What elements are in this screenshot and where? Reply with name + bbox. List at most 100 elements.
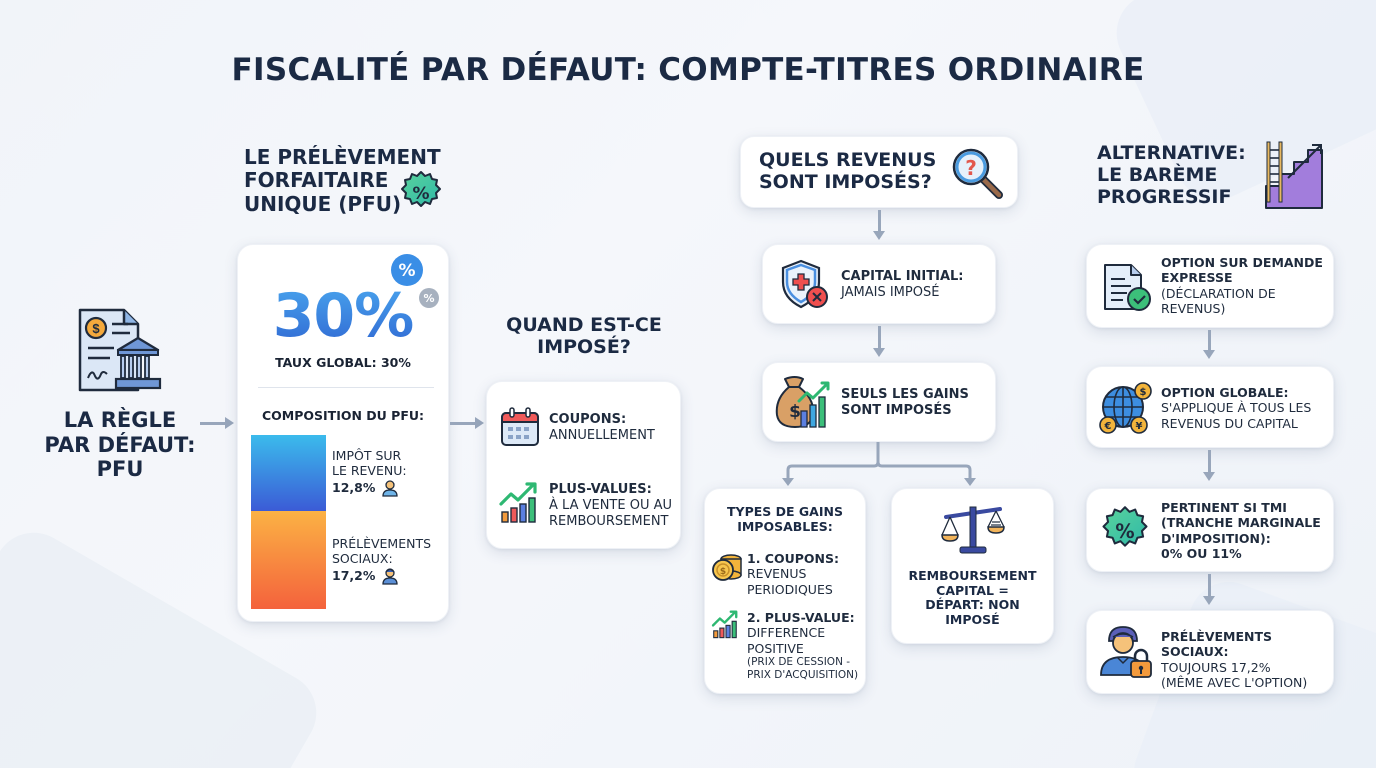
types-title-line: IMPOSABLES:: [737, 518, 833, 534]
which-heading-line: SONT IMPOSÉS?: [759, 171, 932, 194]
alt-step-title: (TRANCHE MARGINALE: [1161, 515, 1321, 531]
social-levies-value: 17,2%: [332, 567, 376, 583]
alt-step-request-card: OPTION SUR DEMANDE EXPRESSE (DÉCLARATION…: [1086, 244, 1334, 328]
percent-badge-icon: %: [1099, 505, 1151, 557]
svg-text:%: %: [1115, 520, 1134, 543]
flow-arrow: [450, 417, 484, 429]
when-heading-line: QUAND EST-CE: [506, 314, 662, 336]
flow-arrow: [1203, 574, 1215, 605]
globe-currency-icon: $ € ¥: [1099, 381, 1155, 435]
types-capital-gain: 2. PLUS-VALUE: DIFFERENCE POSITIVE (PRIX…: [747, 610, 858, 681]
svg-text:¥: ¥: [1136, 421, 1143, 432]
flow-arrow: [200, 417, 234, 429]
income-tax-value: 12,8%: [332, 479, 376, 495]
shield-x-icon: [779, 259, 831, 311]
alt-step-line: (MÊME AVEC L'OPTION): [1161, 674, 1308, 690]
rule-label-line: PFU: [96, 457, 144, 482]
alternative-heading: ALTERNATIVE: LE BARÈME PROGRESSIF: [1097, 142, 1246, 209]
svg-text:$: $: [1140, 387, 1147, 398]
when-coupons-title: COUPONS:: [549, 412, 627, 427]
types-capital-gain-line: POSITIVE: [747, 640, 804, 656]
social-levies-label-line: PRÉLÈVEMENTS: [332, 536, 432, 551]
when-heading: QUAND EST-CE IMPOSÉ?: [484, 314, 684, 358]
growth-chart-icon: [499, 480, 541, 524]
alt-step-line: REVENUS DU CAPITAL: [1161, 415, 1298, 431]
income-tax-label: IMPÔT SUR LE REVENU: 12,8%: [332, 448, 407, 497]
gains-card: $ SEULS LES GAINS SONT IMPOSÉS: [762, 362, 996, 442]
alt-step-title: OPTION GLOBALE:: [1161, 385, 1289, 400]
pfu-rate: 30%: [238, 281, 448, 351]
types-coupons: 1. COUPONS: REVENUS PERIODIQUES: [747, 551, 839, 597]
balance-scale-icon: [940, 503, 1006, 559]
which-heading: QUELS REVENUS SONT IMPOSÉS?: [759, 149, 936, 193]
alt-step-tmi-text: PERTINENT SI TMI (TRANCHE MARGINALE D'IM…: [1161, 500, 1321, 561]
pfu-rate-caption: TAUX GLOBAL: 30%: [275, 355, 411, 370]
pfu-heading: LE PRÉLÈVEMENT FORFAITAIRE UNIQUE (PFU): [244, 145, 441, 216]
flow-arrow: [873, 326, 885, 357]
reimbursement-line: CAPITAL =: [936, 582, 1009, 598]
types-title: TYPES DE GAINS IMPOSABLES:: [705, 504, 865, 534]
pfu-heading-line: LE PRÉLÈVEMENT: [244, 145, 441, 169]
alt-step-social-card: PRÉLÈVEMENTS SOCIAUX: TOUJOURS 17,2% (MÊ…: [1086, 610, 1334, 694]
types-coupons-title: 1. COUPONS:: [747, 551, 839, 566]
alt-step-line: S'APPLIQUE À TOUS LES: [1161, 400, 1312, 416]
percent-badge-icon: %: [398, 170, 444, 216]
alt-step-global-text: OPTION GLOBALE: S'APPLIQUE À TOUS LES RE…: [1161, 385, 1311, 431]
alt-step-title: PERTINENT SI TMI: [1161, 500, 1287, 515]
alt-step-title: PRÉLÈVEMENTS SOCIAUX:: [1161, 629, 1273, 660]
alternative-heading-line: LE BARÈME: [1097, 164, 1218, 187]
pfu-heading-line: UNIQUE (PFU): [244, 191, 402, 216]
types-capital-gain-line: DIFFERENCE: [747, 625, 826, 641]
percent-bubble-small-icon: %: [418, 287, 440, 309]
ladder-stairs-icon: [1262, 140, 1326, 210]
alt-step-tmi-card: % PERTINENT SI TMI (TRANCHE MARGINALE D'…: [1086, 488, 1334, 572]
gains-title-line: SONT IMPOSÉS: [841, 402, 952, 418]
when-coupons-text: ANNUELLEMENT: [549, 427, 655, 443]
when-card: COUPONS: ANNUELLEMENT PLUS-VALUES: À LA …: [486, 381, 681, 549]
branch-connector: [782, 442, 976, 486]
pfu-heading-line: FORFAITAIRE: [244, 168, 389, 193]
magnifier-question-icon: ?: [949, 145, 1005, 201]
which-heading-card: QUELS REVENUS SONT IMPOSÉS? ?: [740, 136, 1018, 208]
when-coupons: COUPONS: ANNUELLEMENT: [549, 412, 655, 444]
social-levies-label-line: SOCIAUX:: [332, 551, 393, 567]
flow-arrow: [1203, 330, 1215, 359]
alt-step-line: 0% OU 11%: [1161, 545, 1242, 561]
alt-step-title: EXPRESSE: [1161, 270, 1233, 286]
svg-text:?: ?: [965, 156, 977, 180]
types-title-line: TYPES DE GAINS: [727, 504, 843, 519]
alternative-heading-line: PROGRESSIF: [1097, 186, 1232, 209]
gains-title-line: SEULS LES GAINS: [841, 387, 969, 402]
when-capital-gains: PLUS-VALUES: À LA VENTE OU AU REMBOURSEM…: [549, 482, 672, 530]
types-capital-gain-title: 2. PLUS-VALUE:: [747, 610, 855, 625]
when-heading-line: IMPOSÉ?: [537, 336, 631, 359]
alt-step-line: TOUJOURS 17,2%: [1161, 659, 1271, 675]
types-card: TYPES DE GAINS IMPOSABLES: $ 1. COUPONS:…: [704, 488, 866, 694]
reimbursement-card: REMBOURSEMENT CAPITAL = DÉPART: NON IMPO…: [891, 488, 1054, 644]
page-title: FISCALITÉ PAR DÉFAUT: COMPTE-TITRES ORDI…: [231, 52, 1145, 88]
rule-label-line: PAR DÉFAUT:: [44, 432, 196, 457]
alt-step-title: OPTION SUR DEMANDE: [1161, 255, 1323, 270]
document-check-icon: [1101, 261, 1153, 313]
alt-step-line: REVENUS): [1161, 300, 1226, 316]
gains-text: SEULS LES GAINS SONT IMPOSÉS: [841, 387, 969, 419]
alt-step-social-text: PRÉLÈVEMENTS SOCIAUX: TOUJOURS 17,2% (MÊ…: [1161, 629, 1333, 690]
rule-label: LA RÈGLE PAR DÉFAUT: PFU: [30, 408, 210, 482]
which-heading-line: QUELS REVENUS: [759, 149, 937, 171]
flow-arrow: [873, 210, 885, 240]
flow-arrow: [1203, 450, 1215, 481]
calendar-icon: [499, 406, 541, 448]
divider: [258, 387, 434, 388]
when-capital-gains-text: REMBOURSEMENT: [549, 513, 669, 529]
types-coupons-line: PERIODIQUES: [747, 581, 833, 597]
svg-text:%: %: [423, 292, 434, 305]
social-levies-label: PRÉLÈVEMENTS SOCIAUX: 17,2%: [332, 536, 431, 585]
person-icon: [381, 479, 399, 497]
person-lock-icon: [1099, 625, 1155, 681]
money-bag-chart-icon: $: [775, 375, 835, 429]
income-tax-label-line: LE REVENU:: [332, 463, 407, 479]
alternative-heading-line: ALTERNATIVE:: [1097, 142, 1246, 164]
svg-text:$: $: [92, 321, 100, 336]
worker-icon: [381, 567, 399, 585]
when-capital-gains-text: À LA VENTE OU AU: [549, 497, 672, 513]
